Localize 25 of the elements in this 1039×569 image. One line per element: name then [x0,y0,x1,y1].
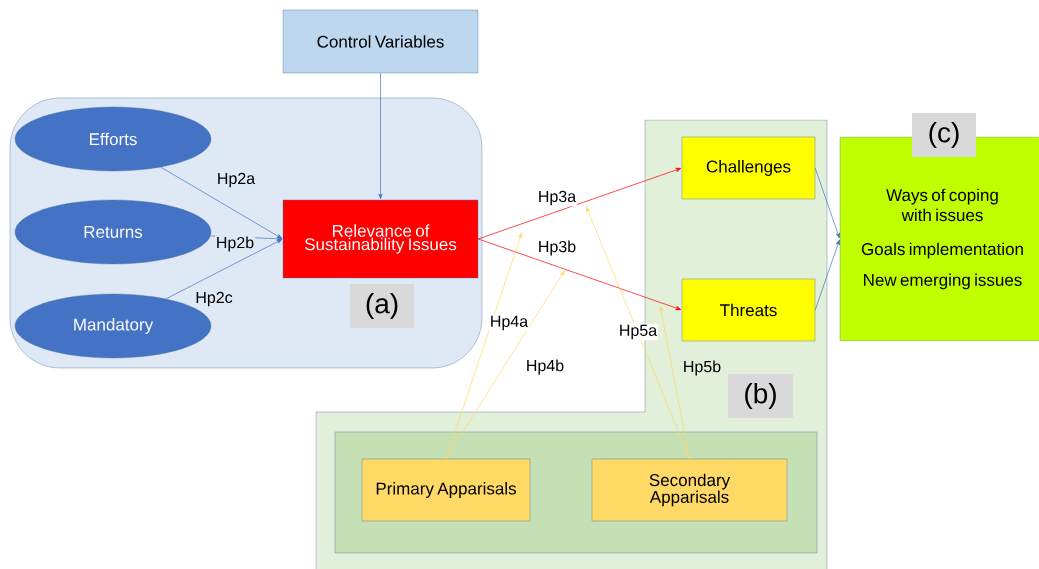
panel-tag: (a) [350,284,414,328]
process-box: Secondary Apparisals [591,458,788,522]
arrow [477,167,682,240]
arrow [378,72,383,200]
process-box: Primary Apparisals [361,458,531,522]
edge-label: Hp4b [524,358,566,376]
edge-label: Hp3b [536,239,578,257]
arrow [586,206,690,460]
edge-label: Hp5a [617,323,659,341]
edge-label: Hp3a [536,189,578,207]
arrow [659,305,690,460]
panel-tag: (c) [912,113,976,157]
process-box: Control Variables [282,9,479,74]
edge-label: Hp4a [488,314,530,332]
arrow [160,166,283,239]
arrow [445,270,565,460]
panel-tag: (b) [728,374,793,418]
arrow [445,232,523,460]
arrow [814,167,840,239]
process-box: Relevance of Sustainability Issues [282,199,479,279]
process-box: Challenges [681,136,816,200]
arrow [477,238,682,311]
process-box: Threats [681,278,816,342]
arrow [165,239,283,300]
arrow [814,239,840,311]
